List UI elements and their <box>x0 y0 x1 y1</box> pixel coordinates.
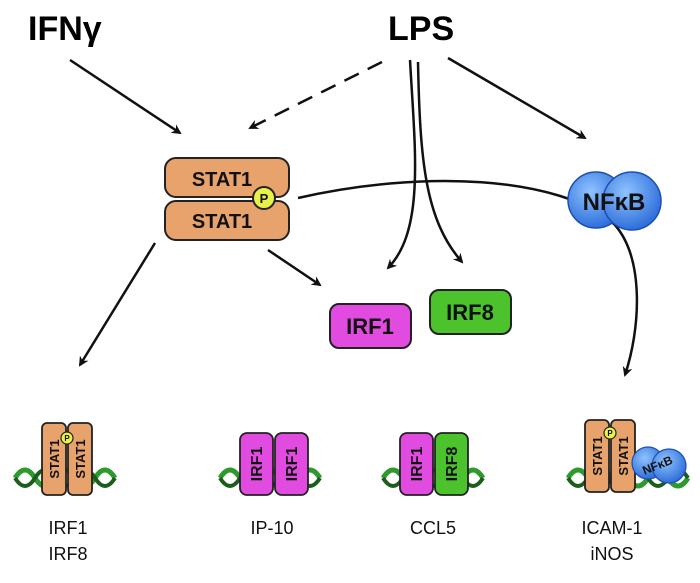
arrow-lps-to-irf1 <box>386 59 417 270</box>
arrow-lps-to-nfkb <box>447 56 587 140</box>
stat1-top-label: STAT1 <box>192 169 252 191</box>
gene-label-irf1: IRF1 <box>48 518 87 538</box>
arrow-lps-to-stat1-dashed <box>248 60 383 130</box>
irf1-node: IRF1 <box>329 303 412 349</box>
promoter4-phospho-label: P <box>607 429 613 438</box>
promoter2-protein-1 <box>239 432 274 496</box>
promoter1-protein-2-label: STAT1 <box>73 439 88 478</box>
ifn-gamma-label: IFNγ <box>28 10 102 48</box>
stat1-top-box <box>164 157 290 198</box>
promoter-irf1-irf8: STAT1 STAT1 P IRF1 IRF8 <box>12 422 118 564</box>
promoter1-phospho-label: P <box>64 434 70 443</box>
promoter4-phospho-circle <box>603 426 617 440</box>
irf1-box <box>329 303 412 349</box>
gene-label-irf8: IRF8 <box>48 544 87 564</box>
nfkb-right-circle <box>602 171 662 231</box>
promoter1-phospho-circle <box>60 431 74 445</box>
irf8-box <box>429 289 512 335</box>
nfkb-label: NFκB <box>583 189 646 216</box>
stat1-bottom-box <box>164 200 290 241</box>
promoter2-protein-2 <box>274 432 309 496</box>
irf1-label: IRF1 <box>346 314 394 339</box>
promoter1-protein-1-label: STAT1 <box>47 439 62 478</box>
promoter1-protein-1 <box>41 422 67 496</box>
promoter4-protein-1 <box>584 419 610 493</box>
promoter4-nfkb-right <box>651 448 687 484</box>
promoter3-protein-1 <box>399 432 434 496</box>
gene-label-ip10: IP-10 <box>250 518 293 538</box>
irf8-node: IRF8 <box>429 289 512 335</box>
promoter2-protein-1-label: IRF1 <box>249 447 266 482</box>
phospho-circle <box>252 186 276 210</box>
promoter4-protein-2-label: STAT1 <box>616 436 631 475</box>
arrow-stat1-to-promoter1 <box>78 242 157 367</box>
promoter2-protein-2-label: IRF1 <box>284 447 301 482</box>
arrow-ifn-to-stat1 <box>69 58 182 135</box>
promoter1-protein-2 <box>67 422 93 496</box>
promoter4-protein-1-label: STAT1 <box>590 436 605 475</box>
promoter-ccl5: IRF1 IRF8 CCL5 <box>380 432 486 538</box>
arrow-stat1-to-irf1 <box>267 248 322 287</box>
gene-label-ccl5: CCL5 <box>410 518 456 538</box>
lps-label: LPS <box>388 10 454 48</box>
arrow-lps-to-irf8 <box>416 61 464 264</box>
promoter3-protein-2 <box>434 432 469 496</box>
nfkb-complex: NFκB <box>567 171 662 231</box>
irf8-label: IRF8 <box>446 300 494 325</box>
phospho-label: P <box>260 191 269 206</box>
gene-label-inos: iNOS <box>590 544 633 564</box>
stat1-bottom-label: STAT1 <box>192 211 252 233</box>
promoter3-protein-2-label: IRF8 <box>444 447 461 482</box>
gene-label-icam1: ICAM-1 <box>581 518 642 538</box>
promoter3-protein-1-label: IRF1 <box>409 447 426 482</box>
stat1-dimer: STAT1 STAT1 P <box>164 157 290 241</box>
promoter-icam1-inos: STAT1 STAT1 P NFκB ICAM-1 iNOS <box>565 419 691 564</box>
promoter-ip10: IRF1 IRF1 IP-10 <box>217 432 323 538</box>
